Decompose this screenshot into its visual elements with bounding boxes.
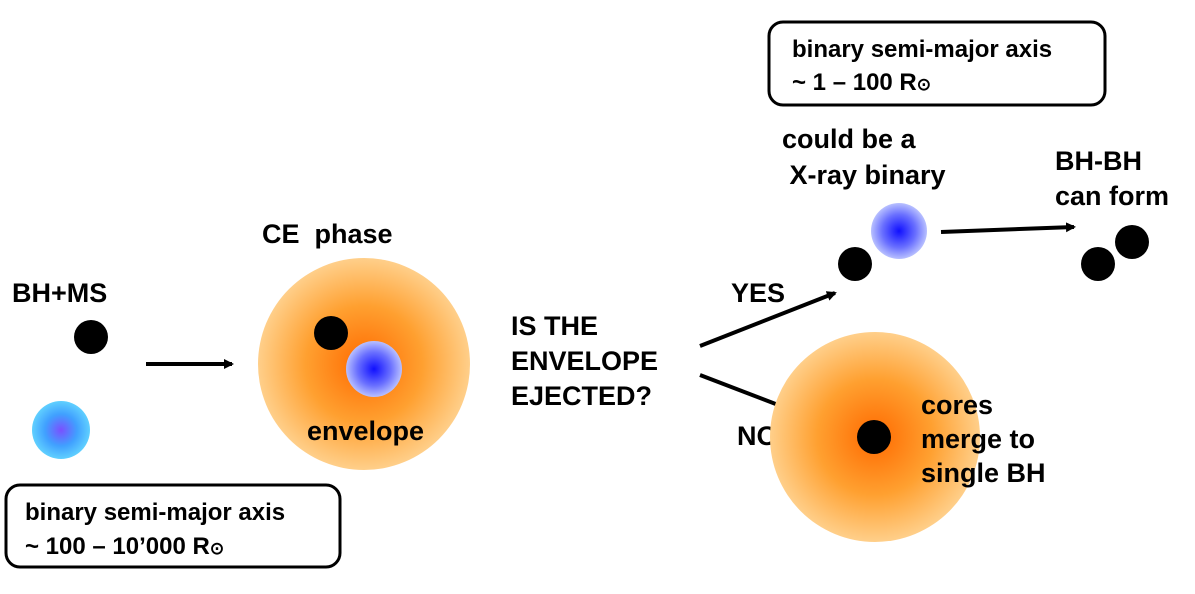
question-line-3: EJECTED? — [511, 381, 652, 411]
label-bhbh-line-2: can form — [1055, 181, 1169, 211]
label-yes: YES — [731, 278, 785, 308]
final-box-line1: binary semi-major axis — [792, 36, 1052, 63]
black-hole-pair-2 — [1081, 247, 1115, 281]
black-hole-xray-binary — [838, 247, 872, 281]
label-xray-line-2: X-ray binary — [782, 160, 946, 190]
final-separation-box — [767, 20, 1107, 107]
final-box-line2: ~ 1 – 100 R⊙ — [792, 69, 931, 96]
initial-box-line1: binary semi-major axis — [25, 499, 285, 526]
arrow-yes — [699, 291, 837, 348]
label-cores-line-2: merge to — [921, 424, 1035, 454]
sun-symbol: ⊙ — [917, 75, 931, 94]
label-envelope: envelope — [307, 416, 424, 446]
question-line-2: ENVELOPE — [511, 346, 658, 376]
ms-star-xray-binary — [871, 203, 927, 259]
black-hole-initial — [74, 320, 108, 354]
black-hole-pair-1 — [1115, 225, 1149, 259]
initial-separation-box — [4, 483, 342, 569]
initial-box-line2: ~ 100 – 10’000 R⊙ — [25, 533, 224, 560]
label-xray-line-1: could be a — [782, 124, 917, 154]
label-cores-line-1: cores — [921, 390, 993, 420]
label-cores-line-3: single BH — [921, 458, 1046, 488]
question-line-1: IS THE — [511, 311, 598, 341]
sun-symbol: ⊙ — [210, 539, 224, 558]
merged-core — [857, 420, 891, 454]
ms-star-in-envelope — [346, 341, 402, 397]
black-hole-in-envelope — [314, 316, 348, 350]
label-ce-phase: CE phase — [262, 219, 393, 249]
label-bhbh-line-1: BH-BH — [1055, 146, 1142, 176]
label-bh-ms: BH+MS — [12, 278, 107, 308]
ms-star-initial — [32, 401, 90, 459]
arrow-to-bhbh — [940, 222, 1076, 234]
